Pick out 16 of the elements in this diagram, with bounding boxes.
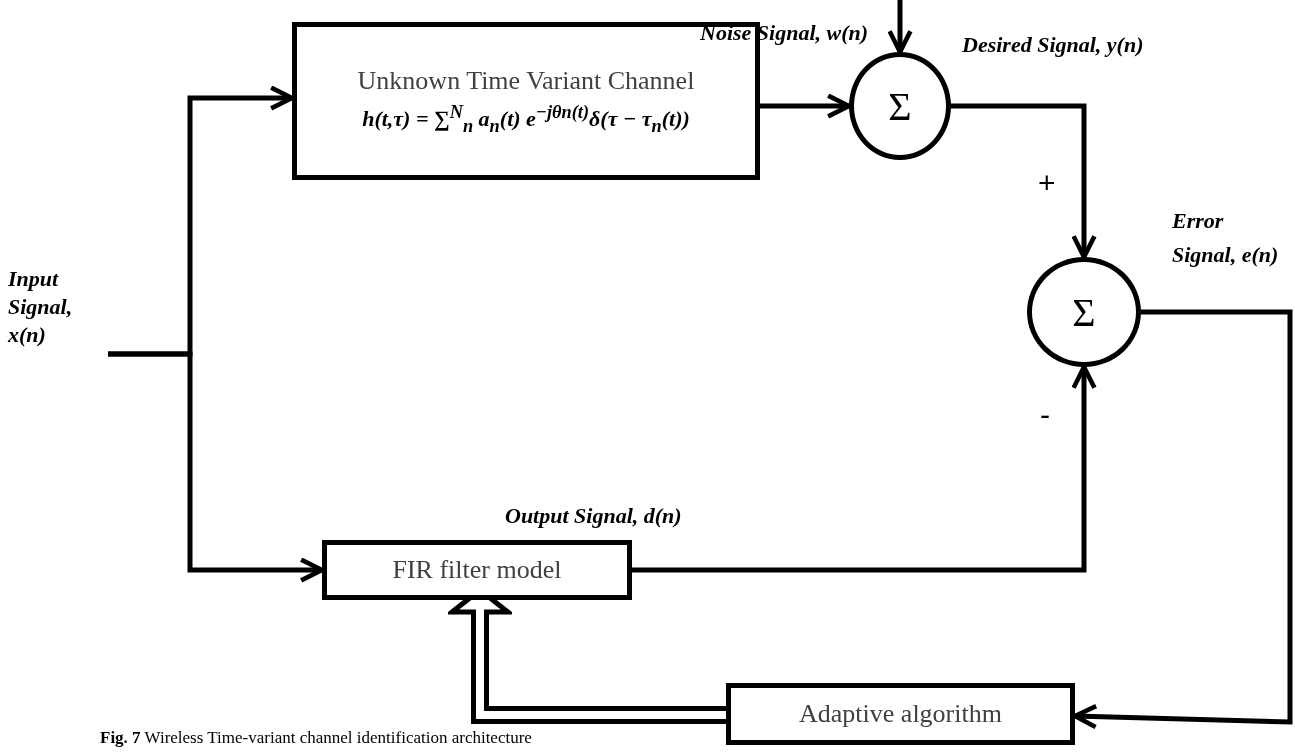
process-box xyxy=(322,540,632,600)
sigma-symbol: Σ xyxy=(888,82,912,130)
signal-label: Input Signal, x(n) xyxy=(8,265,74,349)
box-title: Unknown Time Variant Channel xyxy=(357,65,695,96)
signal-label: Desired Signal, y(n) xyxy=(962,32,1144,58)
sigma-symbol: Σ xyxy=(1072,288,1096,336)
minus-sign: - xyxy=(1040,398,1050,432)
process-box xyxy=(292,22,760,180)
plus-sign: + xyxy=(1038,166,1056,200)
signal-label: Error Signal, e(n) xyxy=(1171,207,1280,269)
figure-caption: Fig. 7 Wireless Time-variant channel identification architecture xyxy=(100,728,532,748)
process-box xyxy=(726,683,1075,745)
box-title: FIR filter model xyxy=(392,555,562,585)
formula: h(t,τ) = ∑$^{N}$$_{n}$ a$_{n}$(t) e$^{−jθn(t)}$δ(τ − τ$_{n}$(t)) xyxy=(362,101,690,137)
arrow xyxy=(887,0,913,55)
box-title: Adaptive algorithm xyxy=(799,699,1002,729)
